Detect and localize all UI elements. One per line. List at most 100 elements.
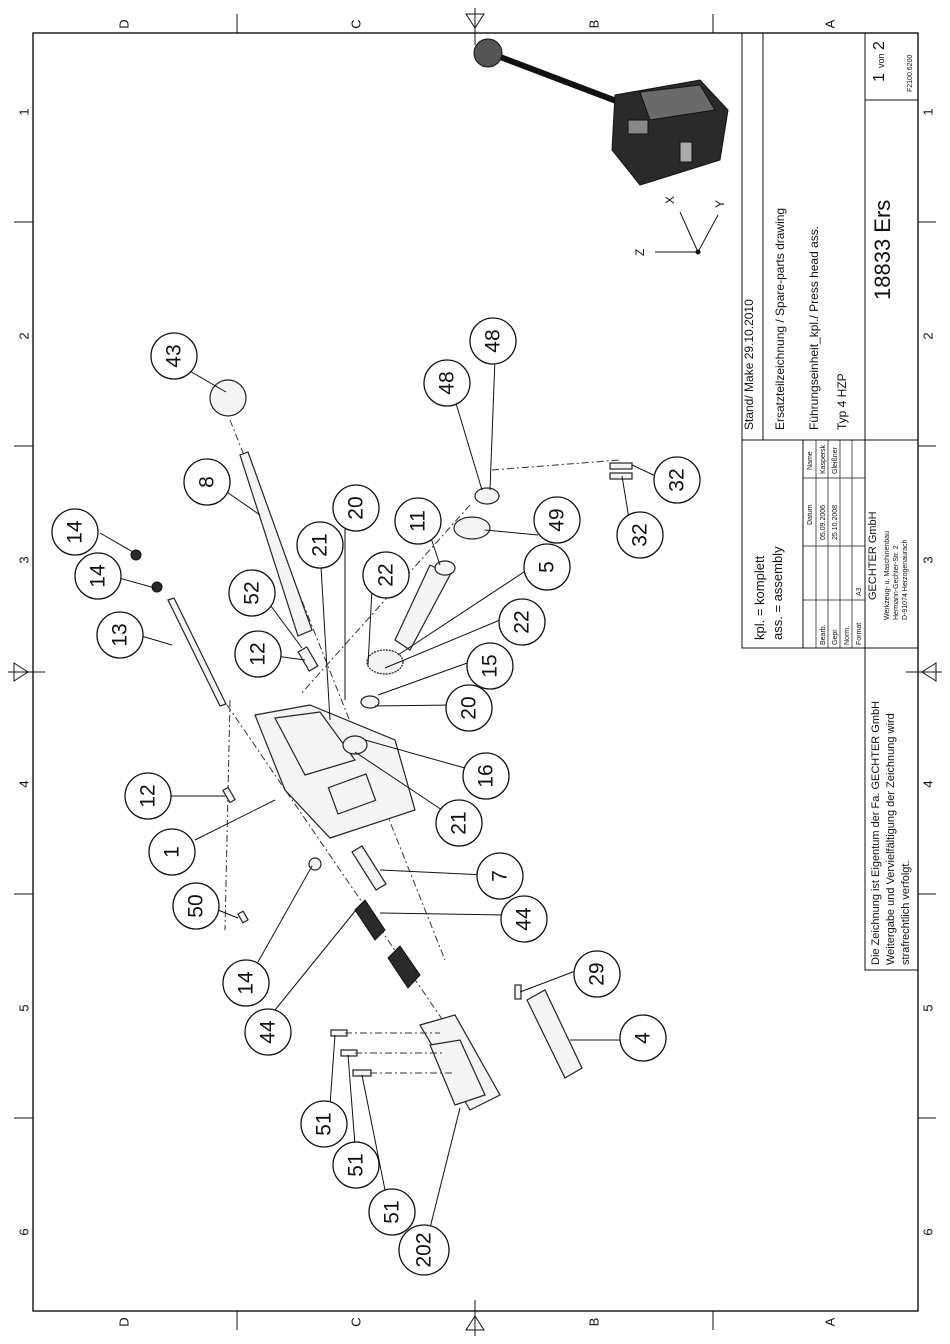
axis-y-label: Y: [713, 200, 727, 208]
part-pin: [351, 845, 387, 891]
balloon-20-b: 20: [332, 484, 380, 532]
row2-label: Gepr.: [832, 628, 839, 645]
zone-number-left-1: 1: [17, 108, 32, 115]
svg-text:51: 51: [345, 1153, 368, 1176]
svg-text:48: 48: [436, 371, 459, 394]
balloon-51-a: 51: [300, 1100, 348, 1148]
balloon-44-b: 44: [500, 895, 548, 943]
svg-text:21: 21: [448, 811, 471, 834]
svg-text:21: 21: [309, 533, 332, 556]
svg-text:12: 12: [137, 784, 160, 807]
svg-text:8: 8: [196, 476, 219, 488]
balloon-49: 49: [533, 496, 581, 544]
zone-number-left-4: 4: [17, 780, 32, 787]
hdr-datum: Datum: [807, 504, 814, 525]
svg-text:22: 22: [511, 610, 534, 633]
copyright-line-2: Weitergabe und Vervielfältigung der Zeic…: [885, 713, 897, 965]
zone-number-right-3: 3: [921, 556, 936, 563]
drawing-type: Ersatzteilzeichnung / Spare-parts drawin…: [773, 208, 787, 430]
zone-number-left-3: 3: [17, 556, 32, 563]
balloon-22-b: 22: [362, 551, 410, 599]
sheet-number: 1: [871, 73, 888, 82]
exploded-view: [99, 357, 661, 1229]
balloon-14-c: 14: [222, 959, 270, 1007]
row3-label: Norm.: [844, 626, 851, 645]
balloon-12-b: 12: [124, 772, 172, 820]
type-label: Typ 4 HZP: [835, 373, 849, 430]
balloon-4: 4: [619, 1014, 667, 1062]
zone-number-right-5: 5: [921, 1004, 936, 1011]
part-gear: [366, 649, 404, 675]
drawing-number: 18833 Ers: [870, 200, 895, 300]
svg-text:1: 1: [161, 846, 184, 858]
copyright-line-1: Die Zeichnung ist Eigentum der Fa. GECHT…: [870, 701, 882, 965]
form-code: F2100.6200: [907, 55, 914, 92]
balloon-48-a: 48: [423, 359, 471, 407]
balloon-8: 8: [183, 458, 231, 506]
balloon-32-b: 32: [616, 511, 664, 559]
balloon-1: 1: [148, 828, 196, 876]
assembly-preview: [473, 38, 729, 186]
legend-line-1: kpl. = komplett: [752, 555, 767, 640]
company-line-3: Hermann-Gechter-Str. 2: [893, 545, 900, 620]
balloon-16: 16: [462, 752, 510, 800]
balloon-7: 7: [476, 852, 524, 900]
row4-value: A3: [856, 587, 863, 596]
copyright-box: [864, 647, 919, 971]
balloon-11: 11: [394, 497, 442, 545]
axis-x-label: X: [663, 196, 677, 204]
svg-text:51: 51: [313, 1112, 336, 1135]
balloon-32-a: 32: [653, 456, 701, 504]
center-marks: [8, 8, 942, 1336]
svg-text:52: 52: [241, 581, 264, 604]
zone-number-right-2: 2: [921, 332, 936, 339]
zone-letter-top-2: C: [349, 19, 364, 28]
svg-text:4: 4: [632, 1032, 655, 1044]
axis-triad: [655, 211, 719, 255]
balloon-44-a: 44: [244, 1008, 292, 1056]
zone-ticks: [14, 14, 936, 1330]
sheet-of: von: [876, 53, 886, 68]
part-spindle: [394, 564, 451, 651]
balloon-21-b: 21: [296, 521, 344, 569]
svg-text:14: 14: [64, 520, 87, 544]
part-knob: [209, 379, 247, 417]
balloon-48-b: 48: [469, 317, 517, 365]
title-block: Stand/ Make 29.10.2010 Ersatzteilzeichnu…: [741, 32, 919, 971]
zone-letter-top-4: A: [823, 19, 838, 28]
legend-line-2: ass. = assembly: [770, 546, 785, 640]
balloon-15: 15: [466, 642, 514, 690]
zone-number-left-5: 5: [17, 1004, 32, 1011]
svg-text:43: 43: [163, 344, 186, 367]
svg-text:44: 44: [257, 1020, 280, 1044]
company-name: GECHTER GmbH: [867, 511, 879, 600]
part-washer: [453, 516, 491, 540]
svg-text:13: 13: [109, 623, 132, 646]
svg-text:11: 11: [407, 510, 430, 532]
balloon-12-a: 12: [234, 630, 282, 678]
balloon-14-b: 14: [74, 552, 122, 600]
row1-label: Bearb.: [820, 624, 827, 645]
svg-text:32: 32: [629, 523, 652, 546]
zone-number-right-4: 4: [921, 780, 936, 787]
hdr-name: Name: [807, 451, 814, 470]
row1-name: Kaspersk: [820, 444, 827, 474]
balloon-51-c: 51: [368, 1188, 416, 1236]
svg-text:7: 7: [489, 870, 512, 882]
svg-text:48: 48: [482, 329, 505, 352]
balloon-22-a: 22: [498, 598, 546, 646]
zone-number-left-2: 2: [17, 332, 32, 339]
company-line-2: Werkzeug- u. Maschinenbau: [884, 531, 891, 620]
svg-text:32: 32: [666, 468, 689, 491]
svg-text:44: 44: [513, 907, 536, 931]
svg-text:20: 20: [458, 696, 481, 719]
balloon-29: 29: [573, 950, 621, 998]
zone-number-right-6: 6: [921, 1228, 936, 1235]
svg-text:20: 20: [345, 496, 368, 519]
row2-date: 25.10.2008: [832, 505, 839, 540]
balloon-52: 52: [228, 569, 276, 617]
svg-text:14: 14: [235, 971, 258, 995]
zone-number-right-1: 1: [921, 108, 936, 115]
balloon-13: 13: [96, 611, 144, 659]
